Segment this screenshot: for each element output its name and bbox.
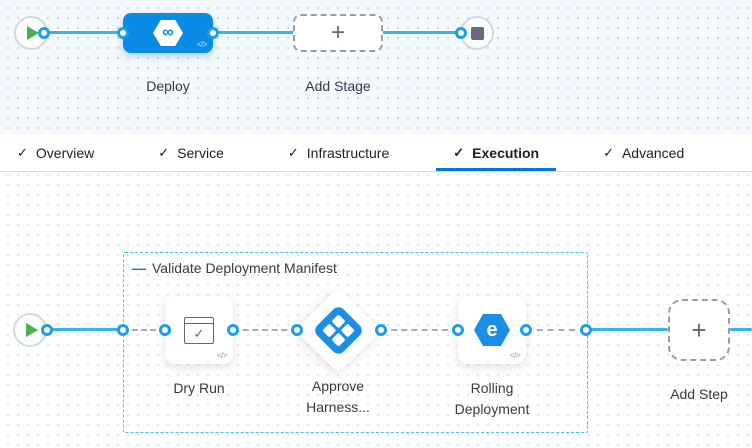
exec-connector-line — [586, 328, 668, 331]
step-label-approve-harness: Approve Harness... — [306, 378, 370, 415]
cd-hexagon-icon: ∞ — [153, 20, 183, 46]
step-node-dry-run[interactable]: ✓ </> — [165, 296, 233, 364]
step-group-validate-deployment-manifest — [123, 252, 588, 433]
dashed-connector — [123, 329, 165, 331]
dashed-connector — [526, 329, 586, 331]
port-exec-start-out[interactable] — [41, 324, 53, 336]
exec-connector-line — [47, 328, 123, 331]
tab-label: Overview — [35, 144, 95, 161]
check-icon: ✓ — [158, 144, 170, 160]
step-label-dry-run: Dry Run — [173, 380, 225, 396]
port-approve-in[interactable] — [291, 324, 303, 336]
port-start-out[interactable] — [38, 27, 50, 39]
tab-service[interactable]: ✓ Service — [141, 134, 241, 171]
port-deploy-out[interactable] — [207, 27, 219, 39]
port-group-out[interactable] — [580, 324, 592, 336]
code-icon: </> — [216, 351, 228, 360]
add-stage-label: Add Stage — [305, 78, 371, 94]
port-deploy-in[interactable] — [117, 27, 129, 39]
check-icon: ✓ — [17, 144, 28, 160]
tab-overview[interactable]: ✓ Overview — [0, 134, 111, 171]
execution-graph-canvas: — Validate Deployment Manifest ✓ </> e <… — [0, 172, 752, 448]
dry-run-icon: ✓ — [184, 316, 214, 344]
stage-label: Deploy — [146, 78, 190, 94]
port-rolling-out[interactable] — [520, 324, 532, 336]
play-icon — [25, 323, 38, 337]
tab-advanced[interactable]: ✓ Advanced — [586, 134, 701, 171]
port-end-in[interactable] — [455, 27, 467, 39]
dashed-connector — [381, 329, 458, 331]
dashed-connector — [233, 329, 297, 331]
port-group-in[interactable] — [117, 324, 129, 336]
port-rolling-in[interactable] — [452, 324, 464, 336]
step-label-rolling-deployment: Rolling Deployment — [454, 380, 530, 417]
stage-connector-line — [36, 31, 462, 34]
stage-config-tabbar: ✓ Overview ✓ Service ✓ Infrastructure ✓ … — [0, 134, 752, 172]
port-dryrun-in[interactable] — [159, 324, 171, 336]
plus-icon: + — [330, 19, 345, 46]
tab-infrastructure[interactable]: ✓ Infrastructure — [271, 134, 406, 171]
step-node-rolling-deployment[interactable]: e </> — [458, 296, 526, 364]
play-icon — [26, 26, 39, 40]
check-icon: ✓ — [603, 144, 614, 160]
step-group-name: Validate Deployment Manifest — [152, 260, 337, 276]
stage-graph-canvas: ∞ </> + Deploy Add Stage — [0, 0, 752, 134]
plus-icon: + — [691, 315, 707, 345]
port-dryrun-out[interactable] — [227, 324, 239, 336]
tab-execution[interactable]: ✓ Execution — [436, 134, 556, 171]
tab-label: Advanced — [621, 144, 685, 161]
add-stage-button[interactable]: + — [293, 14, 383, 52]
code-icon: </> — [509, 351, 521, 360]
stop-icon — [470, 26, 484, 40]
stage-node-deploy[interactable]: ∞ </> — [123, 13, 213, 53]
tab-label: Service — [177, 144, 224, 161]
check-icon: ✓ — [453, 144, 465, 160]
code-icon: </> — [196, 40, 208, 49]
rolling-deployment-icon: e — [474, 314, 510, 346]
add-step-label: Add Step — [670, 386, 728, 402]
add-step-button[interactable]: + — [668, 299, 730, 361]
check-icon: ✓ — [287, 144, 299, 160]
port-approve-out[interactable] — [375, 324, 387, 336]
tab-label: Infrastructure — [306, 144, 390, 161]
tab-label: Execution — [472, 144, 540, 161]
collapse-group-toggle[interactable]: — — [132, 260, 146, 276]
exec-connector-line — [730, 328, 752, 331]
step-group-header: — Validate Deployment Manifest — [132, 260, 337, 276]
